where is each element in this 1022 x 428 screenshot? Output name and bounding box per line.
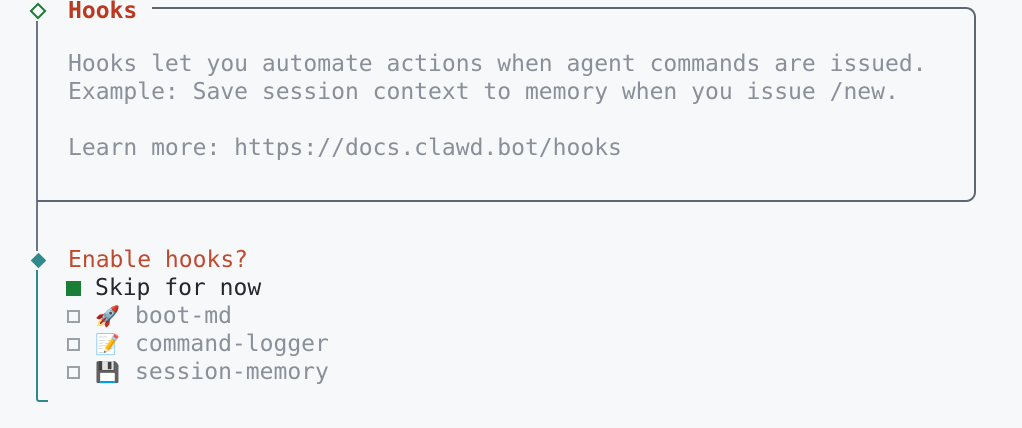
hooks-options-list: Skip for now 🚀 boot-md 📝 command-logger … [66, 274, 329, 386]
memo-icon: 📝 [95, 332, 120, 356]
flow-line-gray [36, 21, 38, 251]
checkbox-unchecked-icon [67, 365, 80, 379]
option-skip-for-now[interactable]: Skip for now [66, 274, 329, 302]
note-box-bottom-border [37, 200, 167, 202]
option-label: boot-md [135, 303, 232, 329]
note-text-line: Hooks let you automate actions when agen… [68, 51, 927, 77]
option-label: session-memory [135, 359, 329, 385]
note-text-line [68, 106, 927, 134]
option-label: Skip for now [95, 275, 262, 301]
option-session-memory[interactable]: 💾 session-memory [66, 358, 329, 386]
checkbox-checked-icon [66, 280, 81, 296]
checkbox-unchecked-icon [67, 337, 80, 351]
hooks-note-box [152, 7, 976, 202]
prompt-question: Enable hooks? [68, 247, 249, 273]
option-command-logger[interactable]: 📝 command-logger [66, 330, 329, 358]
checkbox-unchecked-icon [67, 309, 80, 323]
step-diamond-icon [29, 2, 47, 20]
note-text-line: Example: Save session context to memory … [68, 79, 899, 105]
active-step-diamond-icon [30, 252, 46, 268]
flow-line-teal [36, 270, 48, 402]
note-text: Hooks let you automate actions when agen… [68, 50, 927, 162]
note-title: Hooks [68, 0, 138, 24]
floppy-disk-icon: 💾 [95, 360, 120, 384]
option-boot-md[interactable]: 🚀 boot-md [66, 302, 329, 330]
rocket-icon: 🚀 [95, 304, 120, 328]
option-label: command-logger [135, 331, 329, 357]
note-docs-url: Learn more: https://docs.clawd.bot/hooks [68, 135, 622, 161]
